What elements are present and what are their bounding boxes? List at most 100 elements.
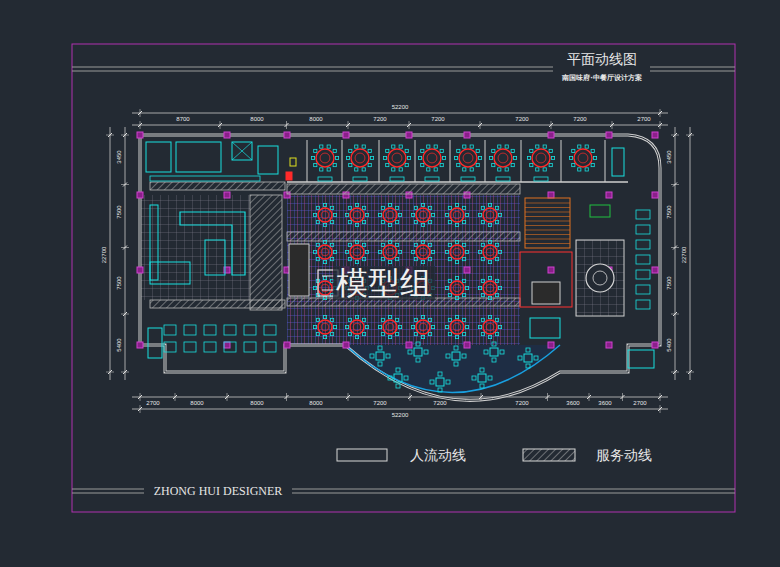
chair-symbol <box>386 354 390 358</box>
terrace-floor <box>345 345 560 393</box>
overall-dimension: 52200 <box>392 104 409 110</box>
equipment <box>184 342 196 352</box>
round-table-symbol <box>383 208 397 222</box>
chair-symbol <box>455 315 458 318</box>
chair-symbol <box>323 296 326 299</box>
dimension-tick <box>549 123 553 127</box>
dimension-value: 3450 <box>116 150 122 163</box>
column <box>406 342 412 348</box>
chair-symbol <box>421 223 424 226</box>
dimension-tick <box>610 123 614 127</box>
chair-symbol <box>495 318 498 321</box>
column <box>652 132 658 138</box>
legend-text: 服务动线 <box>596 448 652 462</box>
stair-tread <box>525 203 570 204</box>
chair-symbol <box>320 145 323 148</box>
chair-symbol <box>313 250 316 253</box>
chair-symbol <box>457 163 460 166</box>
round-table-symbol <box>483 281 497 295</box>
chair-symbol <box>333 325 336 328</box>
dimension-value: 5400 <box>116 338 122 351</box>
chair-symbol <box>462 243 465 246</box>
chair-symbol <box>462 279 465 282</box>
chair-symbol <box>455 335 458 338</box>
chair-symbol <box>362 206 365 209</box>
chair-symbol <box>478 156 481 159</box>
chair-symbol <box>355 168 358 171</box>
chair-symbol <box>551 156 554 159</box>
chair-symbol <box>578 168 581 171</box>
title-bar-line <box>650 71 735 72</box>
chair-symbol <box>445 325 448 328</box>
chair-symbol <box>462 206 465 209</box>
sideboard <box>534 177 548 181</box>
chair-symbol <box>527 156 530 159</box>
lazy-susan-symbol <box>321 323 329 331</box>
chair-symbol <box>395 257 398 260</box>
column <box>137 267 143 273</box>
chair-symbol <box>314 149 317 152</box>
partition-wall <box>485 140 486 182</box>
chair-symbol <box>323 335 326 338</box>
lazy-susan-symbol <box>463 153 473 163</box>
chair-symbol <box>316 257 319 260</box>
chair-symbol <box>438 372 442 376</box>
round-table-symbol <box>350 320 364 334</box>
sideboard <box>353 177 367 181</box>
chair-symbol <box>335 156 338 159</box>
partition-wall <box>415 140 416 182</box>
round-table-symbol <box>450 320 464 334</box>
chair-symbol <box>316 220 319 223</box>
people-flow-swatch <box>337 449 387 461</box>
dimension-line <box>125 127 126 380</box>
chair-symbol <box>365 325 368 328</box>
lazy-susan-symbol <box>419 323 427 331</box>
chair-symbol <box>465 325 468 328</box>
title-bar-line <box>72 71 553 72</box>
chair-symbol <box>348 206 351 209</box>
column <box>224 342 230 348</box>
fixture <box>232 142 252 160</box>
dimension-value: 8000 <box>309 400 322 406</box>
chair-symbol <box>489 156 492 159</box>
dimension-value: 8000 <box>190 400 203 406</box>
chair-symbol <box>495 332 498 335</box>
chair-symbol <box>585 145 588 148</box>
dimension-value: 2700 <box>637 116 650 122</box>
dimension-value: 7500 <box>116 276 122 289</box>
chair-symbol <box>388 315 391 318</box>
chair-symbol <box>428 332 431 335</box>
chair-symbol <box>488 240 491 243</box>
chair-symbol <box>448 318 451 321</box>
chair-symbol <box>488 335 491 338</box>
chair-symbol <box>434 145 437 148</box>
chair-symbol <box>355 240 358 243</box>
chair-symbol <box>492 149 495 152</box>
dimension-value: 3450 <box>666 150 672 163</box>
chair-symbol <box>481 206 484 209</box>
dimension-value: 7500 <box>116 205 122 218</box>
service-flow-swatch <box>523 449 575 461</box>
dimension-tick <box>346 395 350 399</box>
chair-symbol <box>445 286 448 289</box>
chair-symbol <box>448 279 451 282</box>
sideboard <box>425 177 439 181</box>
lazy-susan-symbol <box>419 248 427 256</box>
chair-symbol <box>591 163 594 166</box>
chair-symbol <box>481 318 484 321</box>
chair-symbol <box>476 149 479 152</box>
designer-credit: ZHONG HUI DESIGNER <box>154 485 283 497</box>
lobby-screen <box>520 252 572 307</box>
round-table-symbol <box>388 149 406 167</box>
lazy-susan-symbol <box>427 153 437 163</box>
subtitle: 南国味府·中餐厅设计方案 <box>562 75 642 82</box>
dimension-tick <box>546 395 550 399</box>
chair-symbol <box>492 163 495 166</box>
column <box>464 267 470 273</box>
dimension-value: 8000 <box>309 116 322 122</box>
chair-symbol <box>549 149 552 152</box>
chair-symbol <box>381 257 384 260</box>
lazy-susan-symbol <box>453 211 461 219</box>
chair-symbol <box>362 318 365 321</box>
round-table-symbol <box>450 208 464 222</box>
